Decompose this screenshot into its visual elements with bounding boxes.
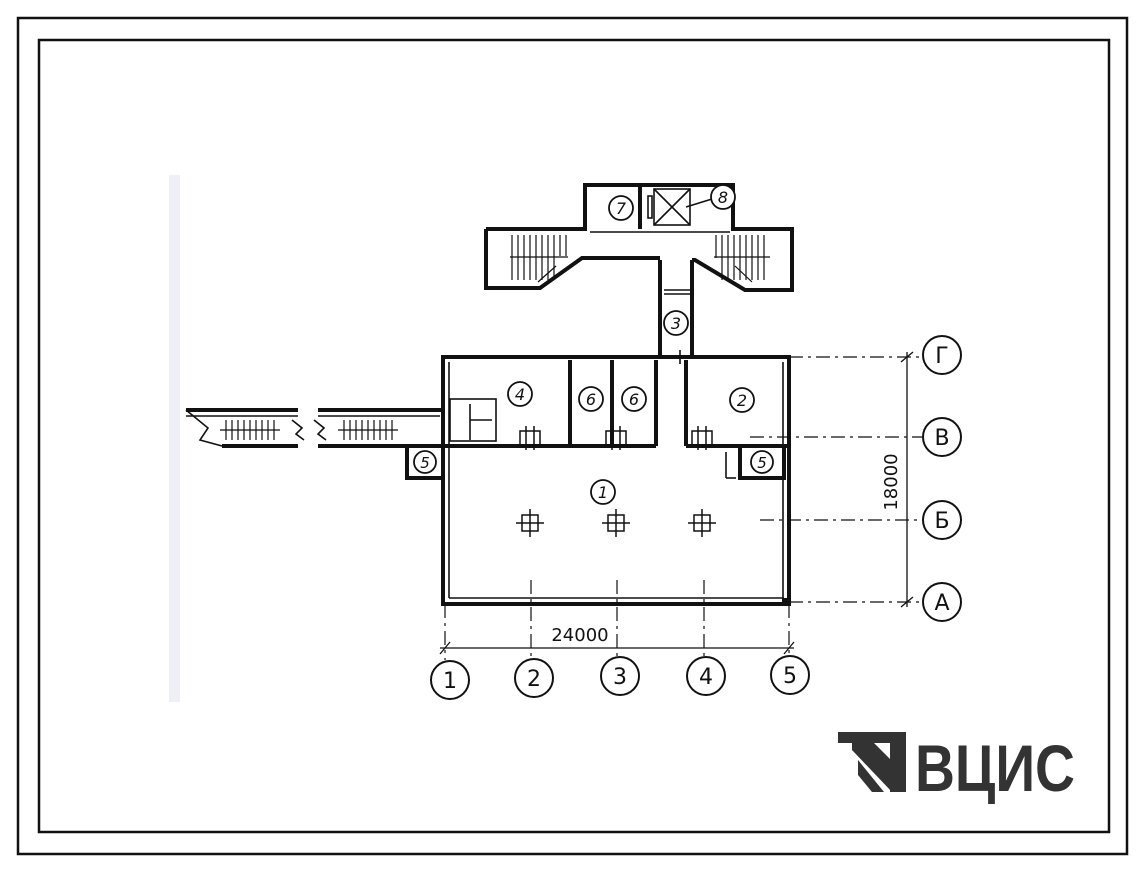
axis-label-4: 4 [699, 665, 713, 690]
axis-bubbles-numeric: 1 2 3 4 5 [430, 655, 810, 700]
room-number-4: 4 [515, 385, 525, 404]
inner-frame [37, 38, 1111, 834]
axis-label-g: Г [935, 344, 948, 369]
columns [516, 426, 716, 537]
room-number-1: 1 [598, 483, 608, 502]
dimension-lines [439, 351, 914, 655]
axis-label-v: В [934, 426, 949, 451]
room-number-2: 2 [737, 391, 747, 410]
main-hall [441, 355, 791, 606]
axis-label-5: 5 [783, 664, 797, 689]
corridor [658, 260, 694, 364]
room-number-3: 3 [671, 314, 681, 333]
dimension-width: 24000 [551, 625, 608, 646]
logo: ВЦИС [838, 731, 1075, 805]
axis-bubbles-letter: Г В Б А [922, 335, 962, 622]
axis-label-2: 2 [527, 667, 541, 692]
axis-lines [444, 356, 922, 660]
top-wing [484, 183, 794, 292]
room-number-8: 8 [718, 188, 728, 207]
dimension-height: 18000 [881, 453, 902, 510]
room-number-6-right: 6 [629, 390, 639, 409]
axis-label-a: А [934, 591, 949, 616]
room-number-5-right: 5 [757, 454, 767, 472]
axis-label-1: 1 [443, 669, 457, 694]
left-passage [185, 408, 445, 480]
logo-mark-icon [838, 732, 906, 792]
outer-frame [16, 16, 1129, 856]
axis-label-b: Б [934, 509, 949, 534]
axis-label-3: 3 [613, 665, 627, 690]
room-number-7: 7 [616, 199, 627, 218]
logo-text: ВЦИС [915, 731, 1075, 805]
room-markers: 1 2 3 4 5 5 6 6 7 8 [413, 184, 774, 505]
scan-strip [169, 175, 180, 702]
room-number-5-left: 5 [420, 454, 430, 472]
room-number-6-left: 6 [586, 390, 596, 409]
